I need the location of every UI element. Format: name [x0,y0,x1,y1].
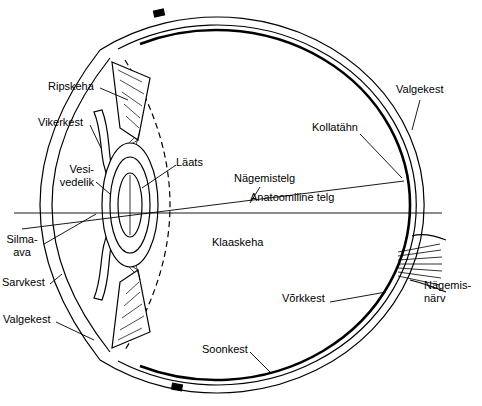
leader-line [44,214,96,244]
leader-line [90,125,101,148]
leader-line [96,182,110,194]
ciliary-body [112,270,150,348]
leader-line [330,292,386,302]
leader-line [250,352,272,374]
optic-nerve-fibers [398,244,442,285]
muscle-mark [153,9,164,17]
part-label: Valgekest [3,313,63,326]
leader-line [360,134,402,178]
sclera-outline [100,17,424,393]
leader-lines [44,88,420,374]
leader-line [100,88,128,100]
part-label: Nägemis- närv [424,279,474,305]
part-label: Vesi- vedelik [44,163,94,189]
part-label: Läats [176,156,216,169]
lens-nucleus [118,173,142,237]
part-label: Soonkest [202,343,262,356]
part-label: Klaaskeha [212,236,282,249]
leader-line [56,322,94,340]
leader-line [412,100,420,130]
part-label: Kollatähn [312,121,382,134]
part-label: Vikerkest [38,116,98,129]
ciliary-body [112,62,150,140]
cornea-inner [52,58,110,352]
part-label: Ripskeha [48,80,108,93]
part-label: Anatoomiline telg [250,191,360,204]
lens-layer [110,157,150,253]
part-label: Võrkkest [282,292,342,305]
choroid-line [118,25,416,385]
part-label: Sarvkest [2,276,62,289]
anatomical-axis [14,213,442,214]
lens-suture [130,175,131,235]
retina-line [140,30,410,380]
muscle-mark [172,383,183,391]
visual-axis [22,181,404,229]
part-label: Silma- ava [2,233,42,259]
part-label: Valgekest [396,83,466,96]
leader-line [50,274,62,284]
lens [102,143,158,267]
leader-line [142,165,176,188]
part-label: Nägemistelg [234,172,314,185]
